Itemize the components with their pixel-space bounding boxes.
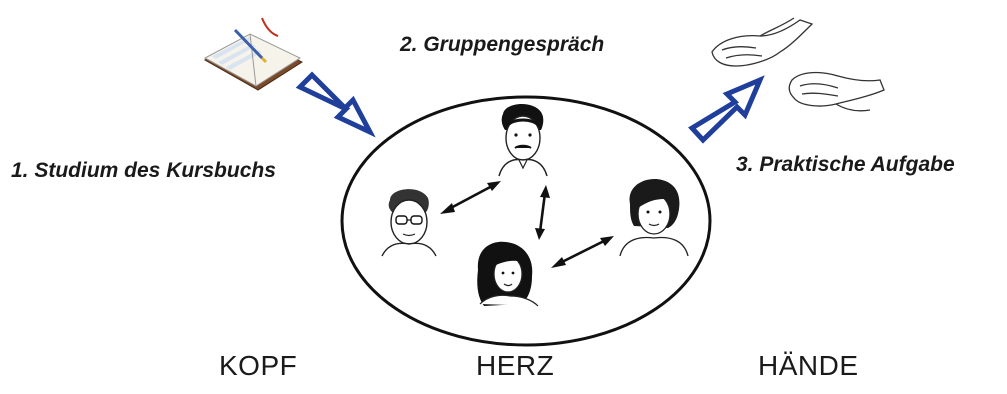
double-arrow-icon xyxy=(535,185,550,240)
arrow-study-to-group xyxy=(295,71,376,138)
category-hands-label: HÄNDE xyxy=(758,350,859,381)
step-practice-label: 3. Praktische Aufgabe xyxy=(736,153,955,176)
person-icon xyxy=(477,241,539,307)
step-study-label: 1. Studium des Kursbuchs xyxy=(11,159,276,182)
double-arrow-icon xyxy=(440,181,501,214)
category-head-label: KOPF xyxy=(219,350,298,381)
arrow-group-to-practice xyxy=(688,75,765,144)
person-icon xyxy=(619,179,689,257)
hands-icon xyxy=(711,17,885,112)
person-icon xyxy=(498,103,548,177)
category-heart-label: HERZ xyxy=(476,350,555,381)
double-arrow-icon xyxy=(551,236,614,268)
book-icon xyxy=(203,17,304,91)
group-ellipse xyxy=(340,95,712,347)
person-icon xyxy=(381,189,437,257)
step-group-label: 2. Gruppengespräch xyxy=(400,33,605,56)
